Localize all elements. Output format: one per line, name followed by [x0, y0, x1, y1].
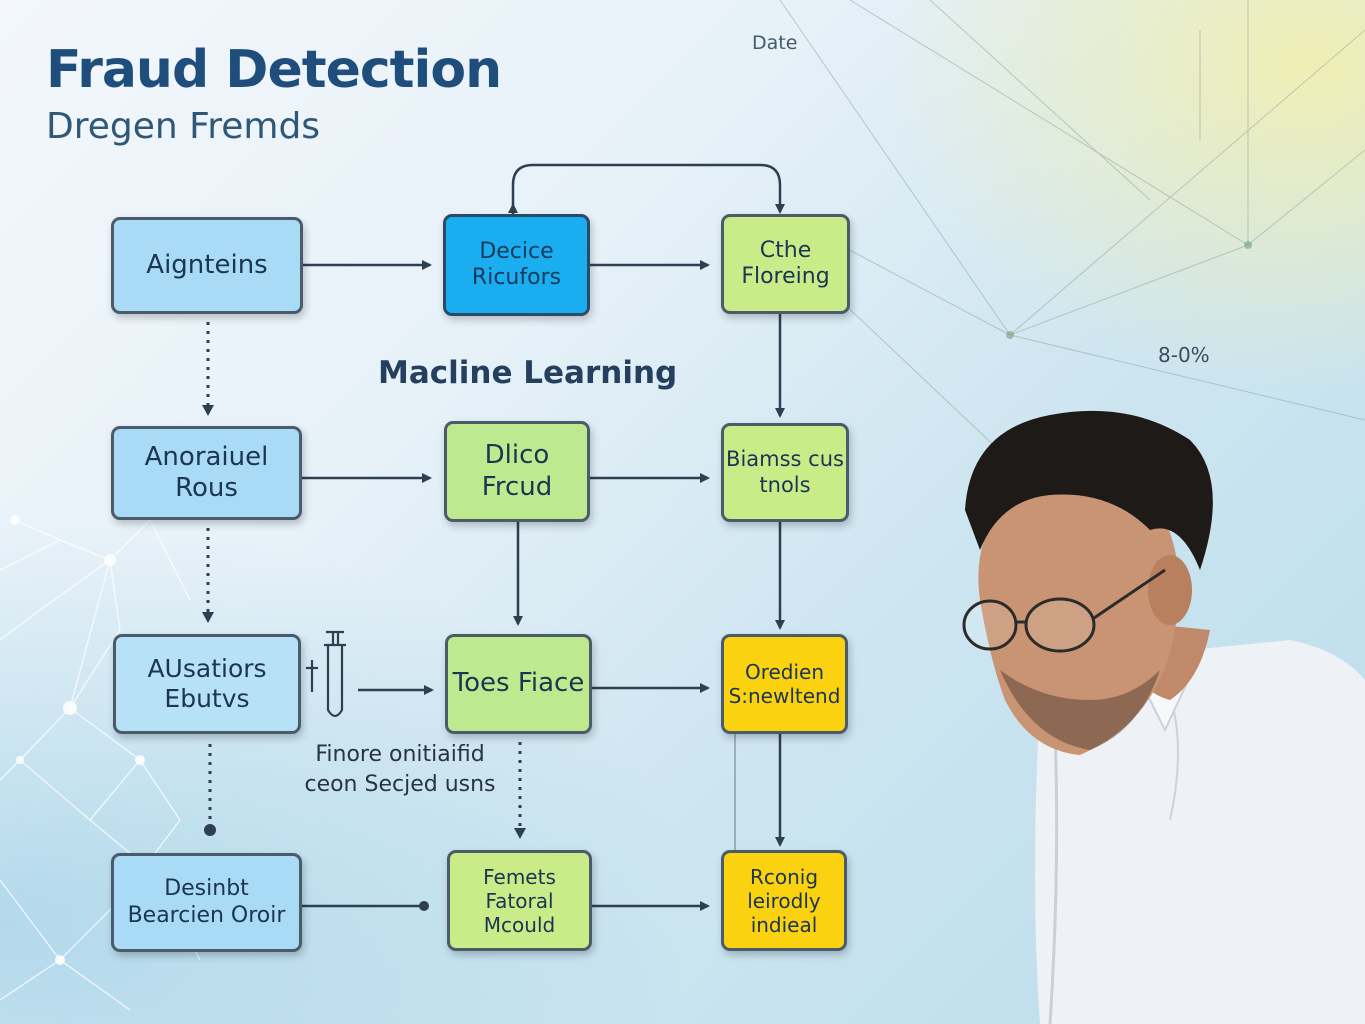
node-aignteins[interactable]: Aignteins: [111, 217, 303, 314]
flow-annotation: Finore onitiaifid ceon Secjed usns: [304, 742, 496, 797]
node-femets[interactable]: Femets Fatoral Mcould: [447, 850, 592, 951]
node-oredien[interactable]: Oredien S:newltend: [721, 634, 848, 734]
date-label: Date: [752, 32, 798, 54]
node-rconig[interactable]: Rconig leirodly indieal: [721, 850, 847, 951]
person-photo: [962, 410, 1365, 1024]
machine-learning-heading: Macline Learning: [378, 355, 678, 391]
node-dlico-frcud[interactable]: Dlico Frcud: [444, 421, 590, 522]
node-label: Cthe Floreing: [741, 237, 830, 289]
node-label: AUsatiors Ebutvs: [147, 654, 267, 713]
loop-arrow: [511, 163, 785, 214]
node-device-ricufors[interactable]: Decice Ricufors: [443, 214, 590, 316]
node-label: Oredien S:newltend: [728, 660, 841, 708]
node-anoraiuel-rous[interactable]: Anoraiuel Rous: [111, 426, 302, 520]
node-label: Dlico Frcud: [481, 440, 553, 502]
node-label: Femets Fatoral Mcould: [483, 864, 556, 937]
node-label: Desinbt Bearcien Oroir: [127, 876, 286, 928]
node-biamss-custnols[interactable]: Biamss cus tnols: [721, 423, 849, 522]
node-cthe-floreing[interactable]: Cthe Floreing: [721, 214, 850, 314]
page-title: Fraud Detection: [46, 40, 502, 100]
node-label: Decice Ricufors: [471, 238, 562, 290]
percent-label: 8-0%: [1158, 343, 1210, 367]
node-label: Biamss cus tnols: [726, 447, 844, 497]
node-label: Anoraiuel Rous: [144, 441, 269, 503]
background-glow: [845, 0, 1365, 420]
node-label: Toes Fiace: [452, 668, 585, 699]
node-ausatiors-ebutvs[interactable]: AUsatiors Ebutvs: [113, 634, 301, 734]
node-toes-fiace[interactable]: Toes Fiace: [445, 634, 592, 734]
test-tube-icon: [306, 630, 346, 718]
page-subtitle: Dregen Fremds: [46, 106, 321, 147]
node-label: Rconig leirodly indieal: [747, 864, 821, 937]
node-desinbt[interactable]: Desinbt Bearcien Oroir: [111, 853, 302, 952]
node-label: Aignteins: [146, 249, 268, 280]
